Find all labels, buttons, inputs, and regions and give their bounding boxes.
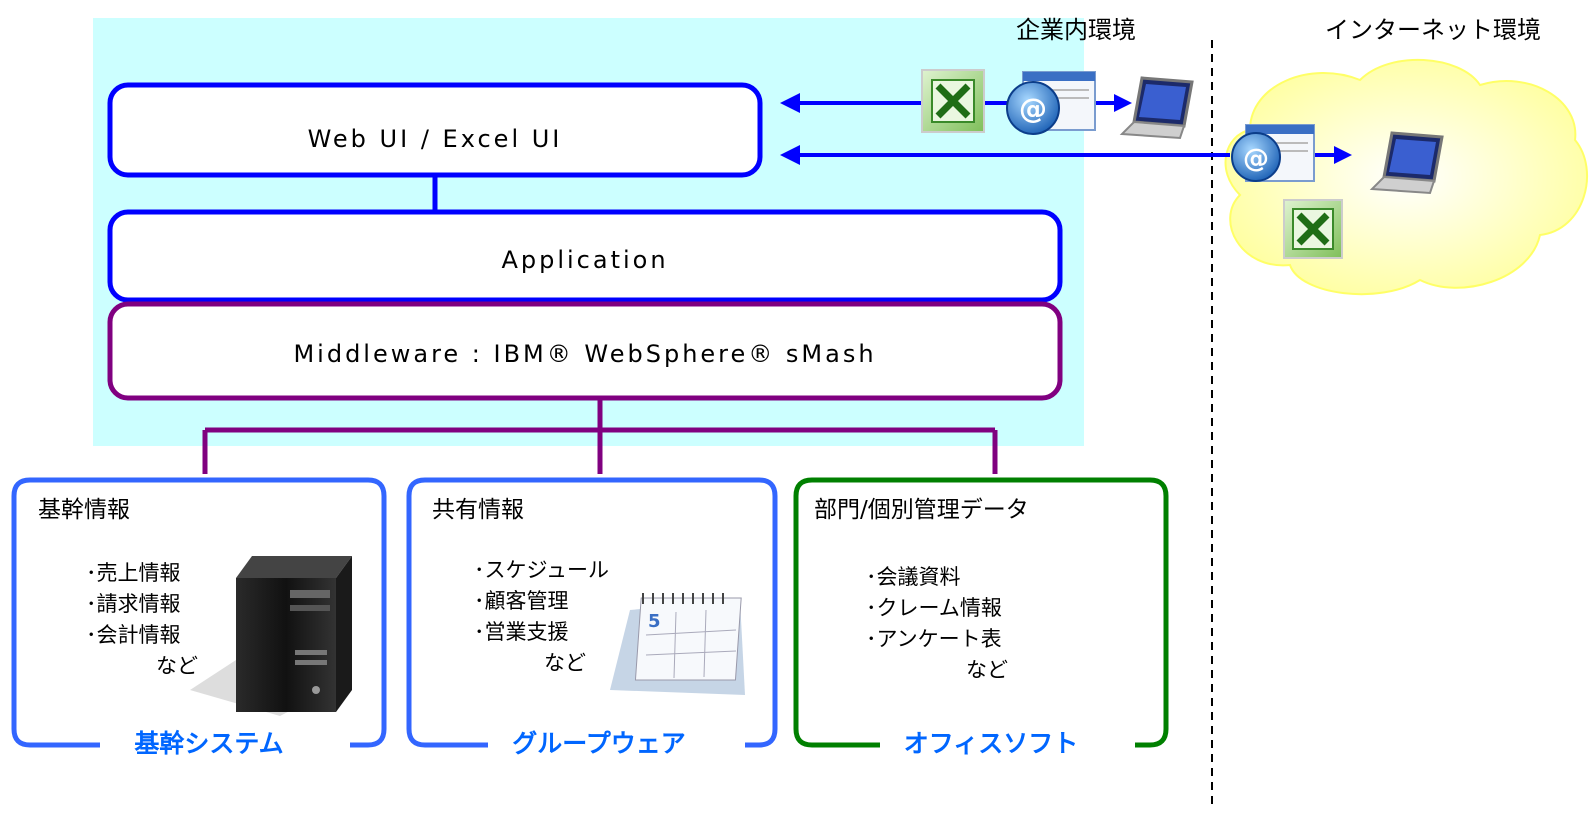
office-software-box [793, 477, 1169, 748]
department-data-list: ･会議資料 ･クレーム情報 ･アンケート表 など [866, 562, 1008, 686]
list-item: ･会計情報 [86, 623, 181, 647]
email-icon: @ [1006, 71, 1096, 135]
middleware-box [107, 301, 1063, 401]
shared-info-title: 共有情報 [432, 497, 524, 523]
list-item: ･クレーム情報 [866, 596, 1002, 620]
middleware-layer-label: Middleware : IBM® WebSphere® sMash [293, 340, 877, 368]
core-info-title: 基幹情報 [38, 497, 130, 523]
middleware-connectors [202, 398, 998, 474]
email-icon: @ [1231, 124, 1315, 182]
laptop-icon [1369, 131, 1444, 195]
etc-label: など [544, 651, 586, 675]
svg-text:@: @ [1243, 144, 1269, 174]
excel-icon [1283, 199, 1343, 259]
office-software-label: オフィスソフト [885, 724, 1097, 760]
svg-text:@: @ [1019, 92, 1047, 125]
shared-info-list: ･スケジュール ･顧客管理 ･営業支援 など [474, 555, 609, 679]
ui-layer-label: Web UI / Excel UI [307, 125, 563, 153]
server-icon [190, 556, 352, 716]
internal-access-arrow [780, 93, 1132, 113]
list-item: ･アンケート表 [866, 627, 1002, 651]
application-box [107, 209, 1063, 303]
application-layer-label: Application [501, 246, 669, 274]
etc-label: など [156, 654, 198, 678]
etc-label: など [966, 658, 1008, 682]
calendar-icon: 5 [610, 593, 745, 695]
laptop-icon [1119, 76, 1194, 140]
groupware-label: グループウェア [488, 724, 710, 760]
svg-text:5: 5 [648, 611, 661, 632]
department-data-title: 部門/個別管理データ [814, 497, 1029, 523]
list-item: ･スケジュール [474, 558, 610, 582]
list-item: ･会議資料 [866, 565, 961, 589]
list-item: ･請求情報 [86, 592, 181, 616]
core-info-list: ･売上情報 ･請求情報 ･会計情報 など [86, 558, 198, 682]
internet-environment-label: インターネット環境 [1325, 16, 1541, 44]
excel-icon [921, 69, 985, 133]
list-item: ･営業支援 [474, 620, 569, 644]
list-item: ･顧客管理 [474, 589, 569, 613]
core-system-label: 基幹システム [108, 724, 310, 760]
list-item: ･売上情報 [86, 561, 181, 585]
internal-environment-label: 企業内環境 [1016, 16, 1136, 44]
